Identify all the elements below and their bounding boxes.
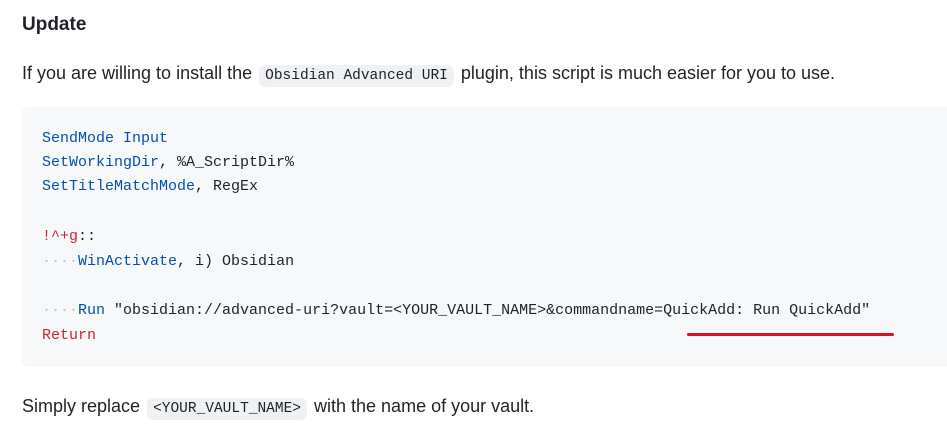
- intro-paragraph: If you are willing to install the Obsidi…: [22, 60, 835, 89]
- vault-name-code: <YOUR_VAULT_NAME>: [147, 398, 307, 420]
- code-line-1: SendMode Input: [42, 127, 168, 151]
- code-text: , i) Obsidian: [177, 253, 295, 270]
- outro-text-after: with the name of your vault.: [314, 396, 535, 416]
- code-line-3: SetTitleMatchMode, RegEx: [42, 175, 258, 199]
- code-line-6: ····Run "obsidian://advanced-uri?vault=<…: [42, 299, 870, 323]
- code-block[interactable]: SendMode Input SetWorkingDir, %A_ScriptD…: [22, 107, 947, 367]
- outro-text-before: Simply replace: [22, 396, 141, 416]
- code-line-2: SetWorkingDir, %A_ScriptDir%: [42, 151, 294, 175]
- intro-text-after: plugin, this script is much easier for y…: [460, 63, 836, 83]
- whitespace-dots: ····: [42, 253, 79, 270]
- code-keyword: SetWorkingDir: [42, 154, 160, 171]
- code-text: "obsidian://advanced-uri?vault=<YOUR_VAU…: [105, 302, 871, 319]
- code-keyword-return: Return: [42, 327, 97, 344]
- outro-paragraph: Simply replace <YOUR_VAULT_NAME> with th…: [22, 393, 534, 422]
- whitespace-dots: ····: [42, 302, 79, 319]
- code-keyword: SetTitleMatchMode: [42, 178, 196, 195]
- code-separator: ::: [78, 228, 97, 245]
- plugin-name-code: Obsidian Advanced URI: [259, 65, 454, 87]
- section-heading: Update: [22, 14, 87, 35]
- code-keyword: SendMode Input: [42, 130, 169, 147]
- code-keyword: Run: [78, 302, 106, 319]
- code-line-7: Return: [42, 324, 96, 348]
- code-hotkey: !^+g: [42, 228, 79, 245]
- red-underline-annotation: [687, 333, 894, 336]
- code-keyword: WinActivate: [78, 253, 178, 270]
- code-text: , RegEx: [195, 178, 259, 195]
- code-line-4: !^+g::: [42, 225, 96, 249]
- code-text: , %A_ScriptDir%: [159, 154, 295, 171]
- code-line-5: ····WinActivate, i) Obsidian: [42, 250, 294, 274]
- intro-text-before: If you are willing to install the: [22, 63, 253, 83]
